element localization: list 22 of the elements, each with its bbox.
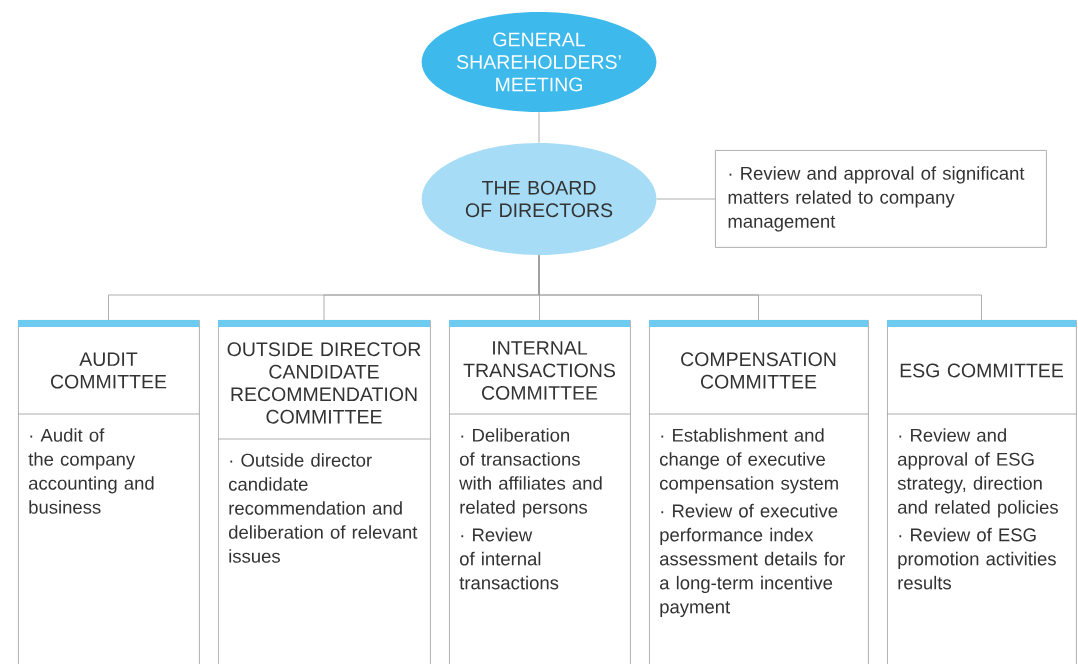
node-label: GENERAL SHAREHOLDERS’ MEETING xyxy=(457,32,621,92)
bullet-text: · Outside director candidate recommendation and deliberation of relevant issues xyxy=(229,453,418,563)
bullet-text: · Deliberation of transactions with affiliates and related persons xyxy=(459,428,602,518)
ellipse-node xyxy=(421,143,657,255)
committee-title: OUTSIDE DIRECTOR CANDIDATE RECOMMENDATION COMMITTEE xyxy=(227,342,421,424)
committee-title: ESG COMMITTEE xyxy=(900,363,1063,378)
note-box xyxy=(715,150,1047,248)
committee-title: INTERNAL TRANSACTIONS COMMITTEE xyxy=(463,341,615,400)
connector-line xyxy=(538,111,540,144)
node-label: THE BOARD OF DIRECTORS xyxy=(465,180,613,218)
ellipse-node xyxy=(421,12,657,112)
bullet-text: · Review of executive performance index assessment details for a long-term incentive payment xyxy=(660,503,845,618)
bullet-text: · Review of internal transactions xyxy=(459,527,559,590)
bullet-text: · Establishment and change of executive compensation system xyxy=(660,428,838,494)
bullet-text: · Review and approval of ESG strategy, direction and related policies xyxy=(897,428,1058,518)
bullet-text: · Review of ESG promotion activities results xyxy=(898,527,1056,590)
connector-line xyxy=(656,198,716,200)
note-text: · Review and approval of significant matters related to company management xyxy=(728,166,1025,232)
committee-title: COMPENSATION COMMITTEE xyxy=(681,352,836,389)
bullet-text: · Audit of the company accounting and business xyxy=(28,428,154,514)
committee-title: AUDIT COMMITTEE xyxy=(51,352,167,389)
connector-line xyxy=(538,254,982,321)
